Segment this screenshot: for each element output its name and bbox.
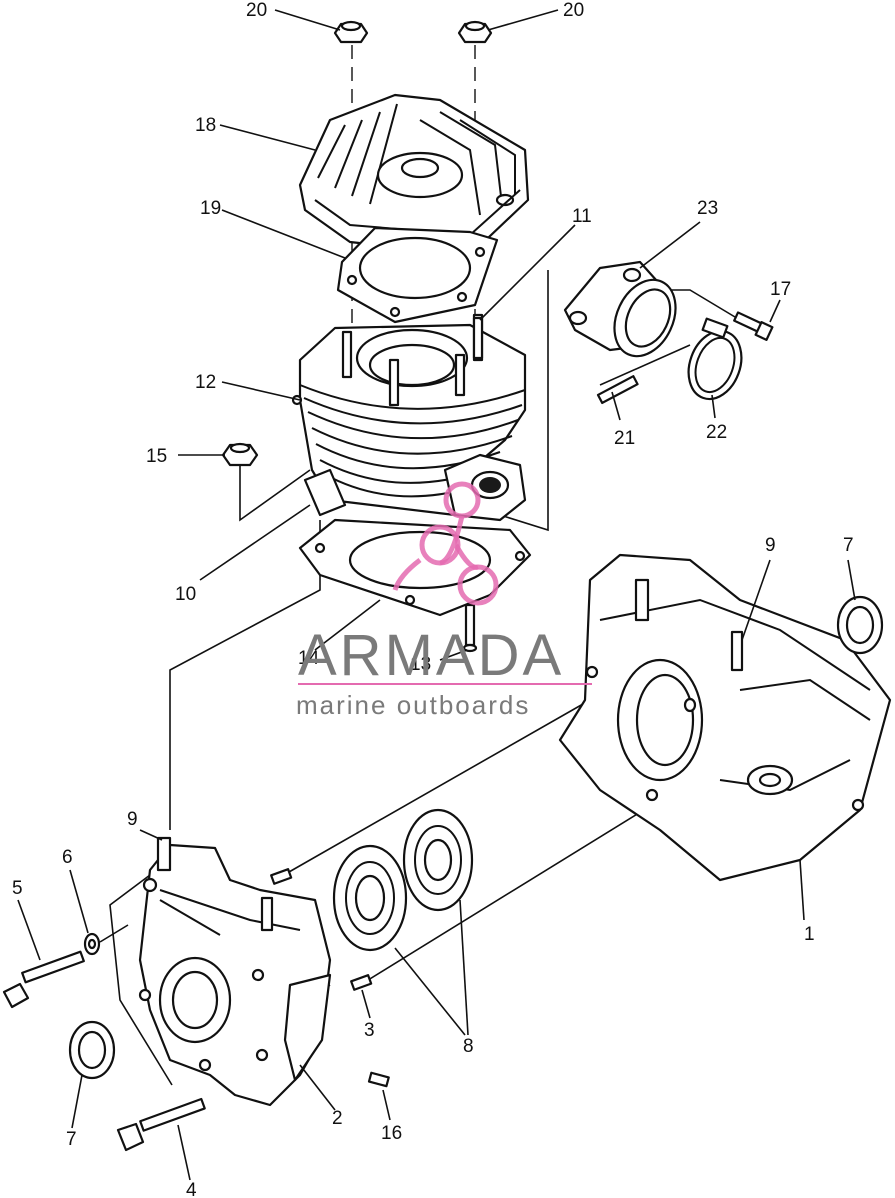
callout-1: 1 (804, 924, 815, 945)
watermark-tagline: marine outboards (296, 690, 530, 720)
washer-6 (83, 932, 101, 956)
callout-leaders (17, 9, 856, 1181)
callout-12: 12 (195, 372, 216, 393)
callout-22: 22 (706, 422, 727, 443)
watermark-brand: ARMADA (298, 623, 564, 688)
assembly-lines (99, 45, 741, 1086)
callout-20-right: 20 (563, 0, 584, 21)
crankcase-half-1 (558, 553, 892, 882)
callout-13: 13 (410, 654, 431, 675)
nut-20-left (333, 20, 369, 44)
callout-20-left: 20 (246, 0, 267, 21)
screw-17 (733, 311, 774, 341)
bolt-5 (2, 950, 85, 1009)
callout-5: 5 (12, 878, 23, 899)
callout-14: 14 (298, 648, 320, 669)
stud-13 (462, 603, 478, 653)
bolt-4 (116, 1097, 206, 1152)
callout-8: 8 (463, 1036, 474, 1057)
intake-manifold-23 (563, 260, 677, 358)
callout-19: 19 (200, 198, 221, 219)
oil-seal-7-left (68, 1020, 116, 1080)
callout-15: 15 (146, 446, 167, 467)
cylinder-head-18 (298, 93, 530, 257)
callout-7-left: 7 (66, 1129, 77, 1150)
watermark: ARMADA marine outboards (296, 481, 592, 720)
callout-9-right: 9 (765, 535, 776, 556)
head-gasket-19 (336, 226, 499, 324)
callout-11: 11 (572, 206, 592, 227)
crankcase-half-2 (138, 836, 332, 1107)
callout-23: 23 (697, 198, 718, 219)
callout-18: 18 (195, 115, 216, 136)
stud-21 (596, 375, 639, 405)
watermark-logo (392, 481, 499, 606)
callout-6: 6 (62, 847, 73, 868)
callout-21: 21 (614, 428, 635, 449)
oil-seal-7-right (836, 595, 884, 655)
gasket-10 (303, 468, 347, 517)
nut-20-right (457, 20, 493, 44)
callout-17: 17 (770, 279, 791, 300)
callout-9-left: 9 (127, 809, 138, 830)
callout-2: 2 (332, 1108, 343, 1129)
callout-16: 16 (381, 1123, 402, 1144)
stud-11 (472, 316, 484, 360)
base-gasket-14 (298, 518, 532, 617)
bearing-8-b (402, 808, 474, 912)
dowel-3 (350, 974, 373, 991)
clamp-22 (687, 317, 743, 401)
bearing-8-a (332, 844, 408, 952)
callout-3: 3 (364, 1020, 375, 1041)
nut-15 (221, 442, 259, 467)
callout-10: 10 (175, 584, 196, 605)
cylinder-12 (291, 313, 527, 522)
callout-labels: 20 20 18 19 11 23 17 12 21 22 15 10 9 7 … (12, 0, 854, 1198)
dowel-upper (270, 868, 293, 885)
screw-16 (367, 1071, 390, 1088)
callout-4: 4 (186, 1180, 197, 1198)
callout-7-right: 7 (843, 535, 854, 556)
